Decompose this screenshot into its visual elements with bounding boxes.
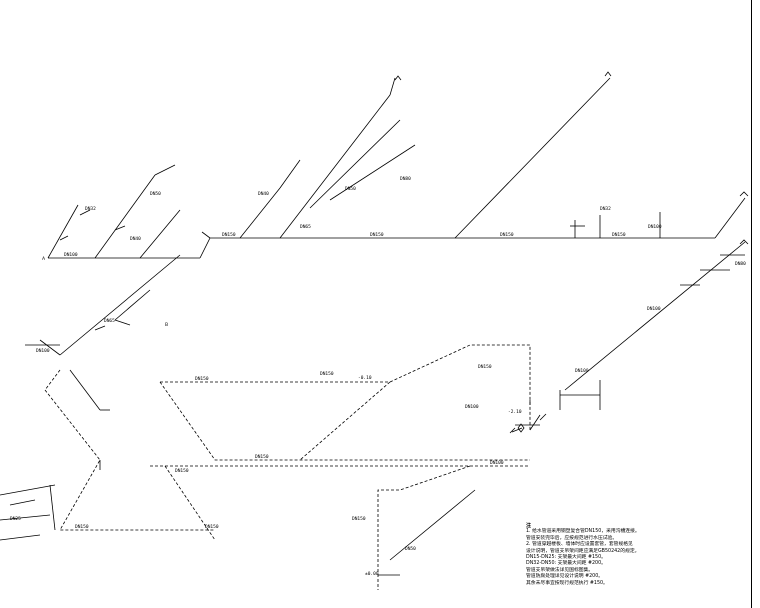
pipe-label: DN40 — [130, 236, 141, 242]
level-label: -0.10 — [358, 375, 372, 381]
pipe-label: DN32 — [85, 206, 96, 212]
equipment-label: DN100 — [648, 224, 662, 230]
equipment-label-group: DN150 DN150 DN150 DN100 — [320, 224, 662, 522]
pipe-label: DN40 — [258, 191, 269, 197]
pipe-label-group: DN150 DN150 DN150 DN150 DN150 DN150 DN15… — [10, 176, 746, 552]
note-line: 2. 管道穿越楼板、墙体时应设置套管，套管规格见 — [526, 542, 633, 548]
marker-label: A — [42, 256, 46, 262]
pipe-label: DN150 — [500, 232, 514, 238]
notes-header: 注 — [526, 523, 532, 529]
equipment-label: DN150 — [352, 516, 366, 522]
note-line: 管道支吊架做法详见国标图集。 — [526, 567, 594, 573]
main-header-pipe — [201, 77, 746, 239]
left-descending-main — [25, 254, 181, 411]
pipe-label: DN65 — [104, 318, 115, 324]
pipe-label: DN25 — [10, 516, 21, 522]
pipe-label: DN100 — [647, 306, 661, 312]
level-label-group: -0.10 -2.10 ±0.00 — [358, 375, 522, 577]
lower-left-fragment — [0, 484, 56, 541]
note-line: 管道安装完毕后，应按规范进行水压试验。 — [526, 535, 618, 541]
pipe-label: DN150 — [222, 232, 236, 238]
notes-block: 注 1. 给水管道采用钢塑复合管DN150，采用沟槽连接。 管道安装完毕后，应按… — [526, 523, 646, 587]
valve-symbols — [394, 71, 749, 434]
riser-ticks — [570, 212, 661, 238]
lower-dashed-loop — [44, 344, 531, 541]
equipment-label: DN150 — [320, 371, 334, 377]
pipe-label: DN150 — [370, 232, 384, 238]
note-line: DN32-DN50: 支架最大间距 #200。 — [526, 561, 606, 567]
note-line: 设计说明，管道支吊架间距应满足GB50242的规定。 — [526, 548, 640, 554]
pipe-label: DN150 — [75, 524, 89, 530]
pipe-label: DN150 — [255, 454, 269, 460]
marker-label: B — [165, 322, 168, 328]
note-line: 管道防腐处理详见设计说明 #200。 — [526, 574, 604, 580]
pipe-label: DN80 — [735, 261, 746, 267]
upper-left-branches — [47, 164, 211, 259]
pipe-label: DN150 — [612, 232, 626, 238]
pipe-label: DN150 — [175, 468, 189, 474]
pipe-label: DN50 — [345, 186, 356, 192]
drawing-border — [751, 0, 752, 608]
level-label: ±0.00 — [365, 571, 379, 577]
middle-branches — [239, 77, 416, 239]
note-line: 1. 给水管道采用钢塑复合管DN150，采用沟槽连接。 — [526, 529, 640, 535]
pipe-label: DN100 — [36, 348, 50, 354]
note-line: 其余未尽事宜按现行规范执行 #150。 — [526, 580, 608, 586]
equipment-label: DN150 — [478, 364, 492, 370]
pipe-label: DN32 — [600, 206, 611, 212]
marker-group: A B — [42, 256, 168, 328]
pipe-label: DN150 — [195, 376, 209, 382]
pipe-label: DN80 — [400, 176, 411, 182]
pipe-label: DN150 — [205, 524, 219, 530]
pipe-label: DN65 — [300, 224, 311, 230]
note-line: DN15-DN25: 支架最大间距 #150。 — [526, 555, 606, 561]
pipe-label: DN100 — [465, 404, 479, 410]
lower-mid-branch — [377, 465, 476, 590]
pipe-label: DN50 — [150, 191, 161, 197]
level-label: -2.10 — [508, 409, 522, 415]
pipe-label: DN100 — [575, 368, 589, 374]
right-diagonal-branch — [559, 241, 746, 410]
pipe-label: DN50 — [405, 546, 416, 552]
pipe-label: DN100 — [490, 460, 504, 466]
pump-assembly — [511, 400, 541, 433]
pipe-label: DN100 — [64, 252, 78, 258]
